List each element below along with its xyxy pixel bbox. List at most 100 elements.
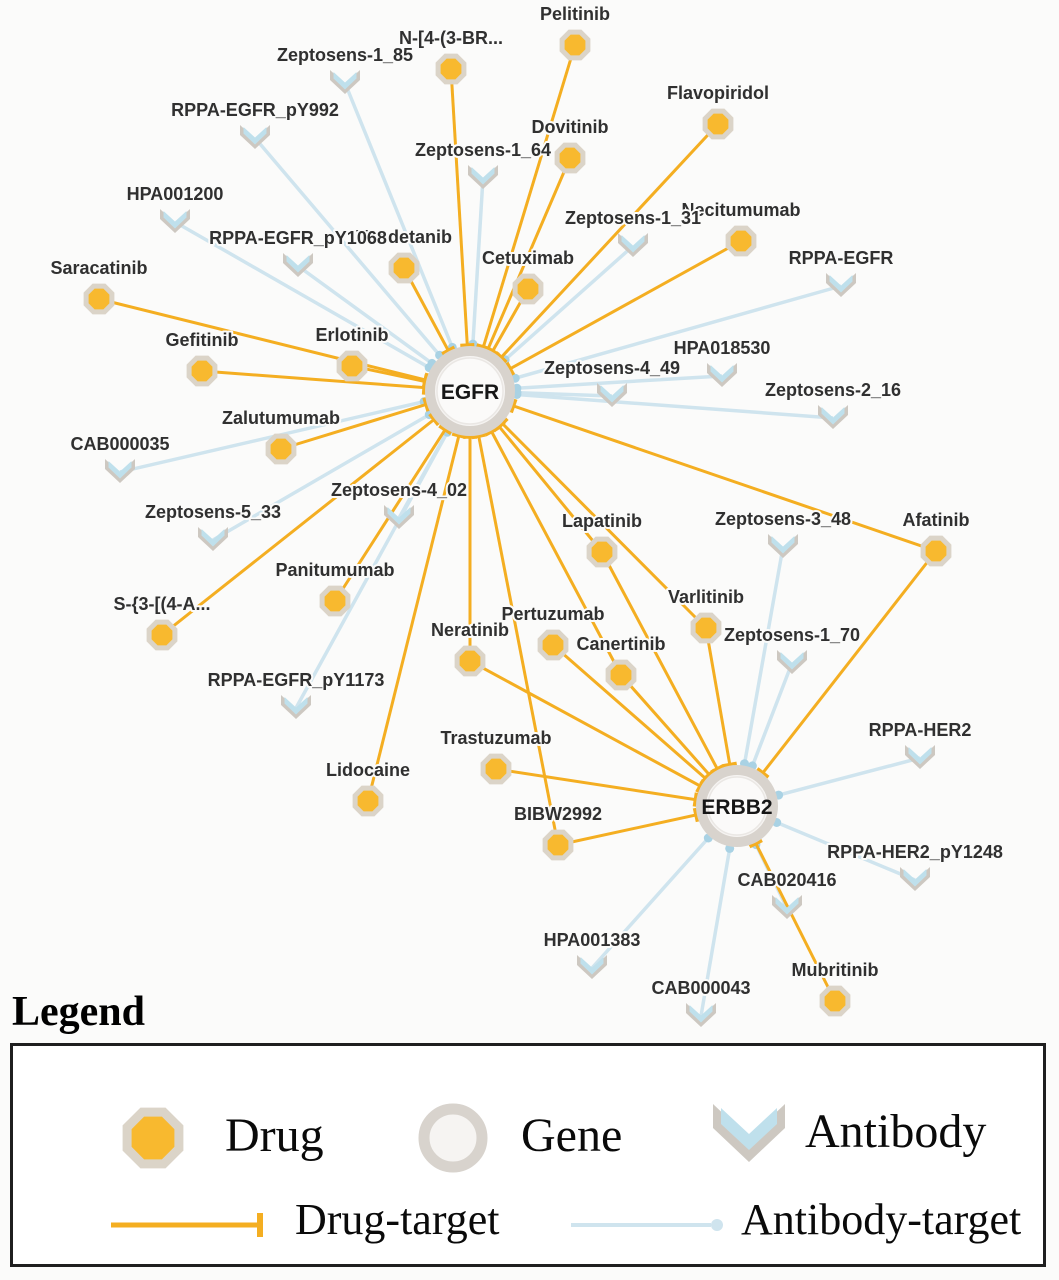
drug-target-edge-tick xyxy=(756,767,770,779)
antibody-node[interactable] xyxy=(384,505,414,529)
node-label: Zeptosens-3_48 xyxy=(715,509,851,529)
drug-octagon-icon xyxy=(819,985,851,1017)
antibody-node[interactable] xyxy=(772,895,802,919)
drug-node[interactable] xyxy=(265,433,297,465)
antibody-node[interactable] xyxy=(905,745,935,769)
drug-octagon-icon xyxy=(186,355,218,387)
antibody-node[interactable] xyxy=(826,273,856,297)
node-label: Zeptosens-1_31 xyxy=(565,208,701,228)
drug-octagon-icon xyxy=(336,350,368,382)
antibody-node[interactable] xyxy=(577,955,607,979)
antibody-node[interactable] xyxy=(281,695,311,719)
antibody-chevron-inner xyxy=(621,235,645,253)
drug-target-edge-tick xyxy=(722,761,737,768)
drug-octagon-icon xyxy=(690,612,722,644)
antibody-node[interactable] xyxy=(707,363,737,387)
drug-node[interactable] xyxy=(352,785,384,817)
drug-octagon-icon xyxy=(542,829,574,861)
gene-label: ERBB2 xyxy=(701,796,772,819)
antibody-node[interactable] xyxy=(105,459,135,483)
antibody-node[interactable] xyxy=(768,534,798,558)
drug-node[interactable] xyxy=(559,29,591,61)
antibody-target-edge xyxy=(119,389,471,474)
antibody-chevron-inner xyxy=(600,385,624,403)
legend-drug-target-label: Drug-target xyxy=(295,1195,500,1244)
drug-node[interactable] xyxy=(542,829,574,861)
node-label: Zeptosens-2_16 xyxy=(765,380,901,400)
drug-node[interactable] xyxy=(537,629,569,661)
node-label: Flavopiridol xyxy=(667,83,769,103)
gene-circle-inner xyxy=(707,776,767,836)
antibody-node[interactable] xyxy=(618,233,648,257)
node-label: BIBW2992 xyxy=(514,804,602,824)
drug-octagon-icon xyxy=(454,645,486,677)
drug-node[interactable] xyxy=(690,612,722,644)
drug-node[interactable] xyxy=(920,535,952,567)
antibody-chevron-inner xyxy=(286,255,310,273)
node-label: Afatinib xyxy=(903,510,970,530)
gene-node-erbb2[interactable]: ERBB2 xyxy=(696,765,778,847)
drug-node[interactable] xyxy=(702,108,734,140)
node-label: Panitumumab xyxy=(275,560,394,580)
antibody-node[interactable] xyxy=(900,867,930,891)
antibody-node[interactable] xyxy=(330,70,360,94)
antibody-node[interactable] xyxy=(597,383,627,407)
node-label: RPPA-HER2 xyxy=(869,720,972,740)
drug-node[interactable] xyxy=(605,659,637,691)
drug-node[interactable] xyxy=(146,619,178,651)
drug-octagon-icon xyxy=(512,273,544,305)
drug-octagon-icon xyxy=(605,659,637,691)
drug-node[interactable] xyxy=(83,283,115,315)
drug-node[interactable] xyxy=(319,585,351,617)
node-label: HPA018530 xyxy=(674,338,771,358)
antibody-node[interactable] xyxy=(777,650,807,674)
node-label: CAB000035 xyxy=(70,434,169,454)
graph-labels: PelitinibN-[4-(3-BR...DovitinibFlavopiri… xyxy=(48,2,1004,1000)
node-label: CAB020416 xyxy=(737,870,836,890)
antibody-chevron-inner xyxy=(108,461,132,479)
drug-node[interactable] xyxy=(554,142,586,174)
antibody-node[interactable] xyxy=(198,527,228,551)
antibody-chevron-inner xyxy=(689,1005,713,1023)
drug-octagon-icon xyxy=(480,753,512,785)
drug-octagon-icon xyxy=(352,785,384,817)
antibody-chevron-inner xyxy=(471,167,495,185)
node-label: Cetuximab xyxy=(482,248,574,268)
drug-node[interactable] xyxy=(512,273,544,305)
node-label: Gefitinib xyxy=(166,330,239,350)
drug-node[interactable] xyxy=(480,753,512,785)
node-label: CAB000043 xyxy=(651,978,750,998)
drug-node[interactable] xyxy=(586,536,618,568)
gene-node-egfr[interactable]: EGFR xyxy=(425,346,515,436)
antibody-target-edge xyxy=(174,220,471,393)
node-label: Mubritinib xyxy=(792,960,879,980)
drug-node[interactable] xyxy=(725,225,757,257)
drug-target-edge-tick xyxy=(422,397,430,412)
drug-target-edge-tick xyxy=(692,792,699,807)
antibody-node[interactable] xyxy=(160,209,190,233)
antibody-node[interactable] xyxy=(283,253,313,277)
antibody-node[interactable] xyxy=(468,165,498,189)
node-label: Lapatinib xyxy=(562,511,642,531)
legend-box: Drug Gene Antibody Drug-target Antibody-… xyxy=(10,1043,1046,1267)
drug-node[interactable] xyxy=(186,355,218,387)
drug-node[interactable] xyxy=(819,985,851,1017)
gene-circle-inner xyxy=(436,357,504,425)
antibody-chevron-inner xyxy=(201,529,225,547)
node-label: N-[4-(3-BR... xyxy=(399,28,503,48)
drug-node[interactable] xyxy=(336,350,368,382)
drug-node[interactable] xyxy=(435,53,467,85)
drug-target-edge-tick xyxy=(484,426,499,437)
antibody-chevron-inner xyxy=(710,365,734,383)
antibody-node[interactable] xyxy=(818,405,848,429)
drug-target-edge-tick xyxy=(509,398,518,414)
drug-target-edge-tick xyxy=(471,433,486,440)
drug-node[interactable] xyxy=(388,252,420,284)
legend-antibody-target-edge-icon xyxy=(571,1219,723,1231)
antibody-node[interactable] xyxy=(686,1003,716,1027)
drug-node[interactable] xyxy=(454,645,486,677)
antibody-node[interactable] xyxy=(240,125,270,149)
drug-target-edge xyxy=(469,389,937,553)
graph-nodes: EGFR ERBB2 xyxy=(83,29,952,1027)
antibody-target-edge xyxy=(294,390,472,709)
